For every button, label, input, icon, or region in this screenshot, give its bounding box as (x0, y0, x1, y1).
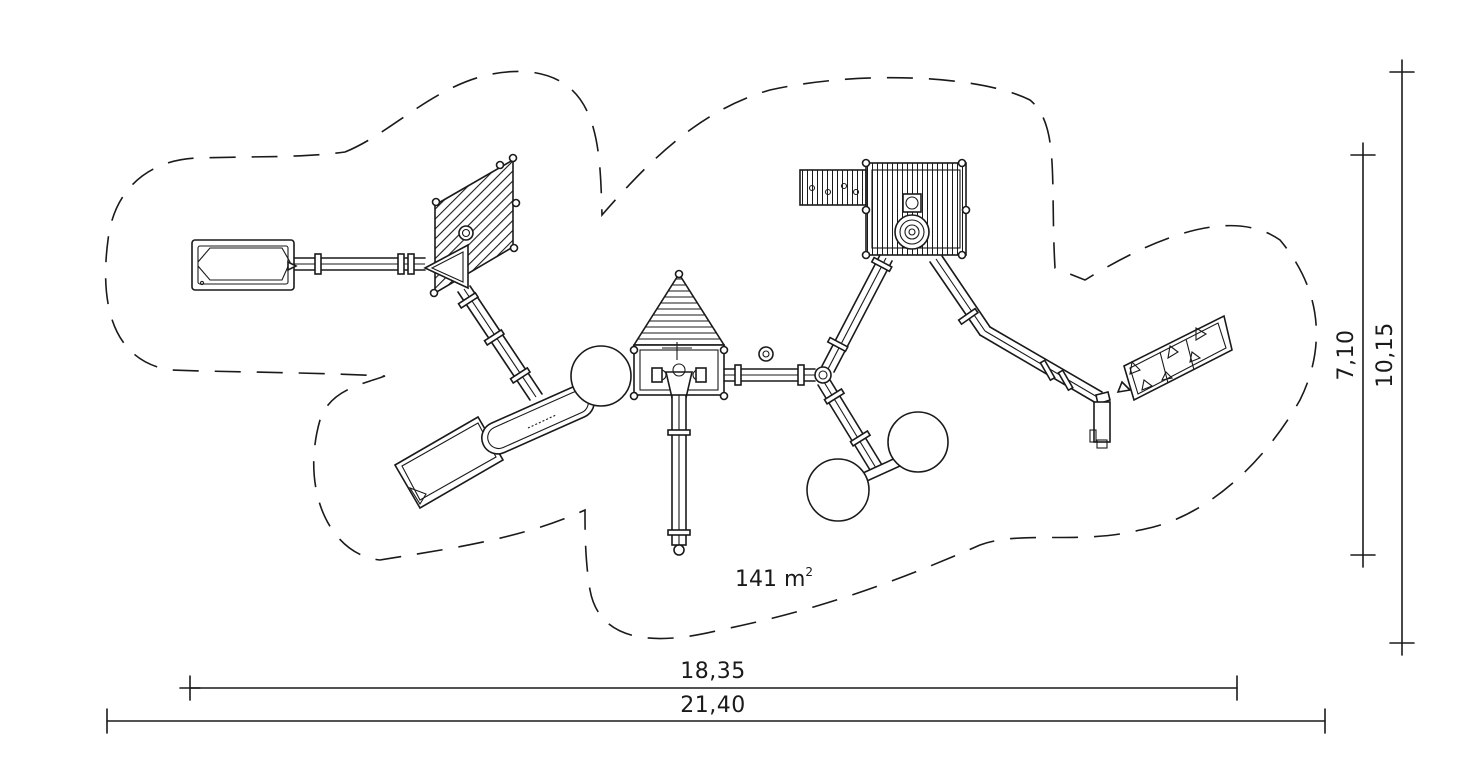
right-stub (1089, 401, 1111, 449)
dimension-inner-height (1350, 142, 1376, 568)
dimension-inner-width (179, 675, 1238, 701)
area-unit-superscript: 2 (805, 565, 813, 579)
outer-width-label: 21,40 (680, 693, 745, 718)
left-panel (191, 239, 298, 291)
right-panel (1116, 314, 1233, 402)
left-bridge (292, 253, 426, 275)
center-right-connector (723, 346, 832, 386)
right-tower (799, 158, 971, 260)
dimension-outer-height (1389, 59, 1415, 656)
area-label: 141 m2 (735, 565, 813, 592)
round-platform-ring-b (806, 458, 870, 522)
tube-to-right-tower (821, 254, 893, 373)
left-diagonal-tube (457, 285, 543, 401)
round-platform-left (570, 345, 632, 407)
inner-height-label: 7,10 (1334, 330, 1359, 381)
inner-width-label: 18,35 (680, 659, 745, 684)
right-tower-side-deck (799, 169, 867, 206)
center-tower (629, 269, 729, 416)
dimension-outer-width (106, 708, 1326, 734)
safety-zone-outline (104, 70, 1318, 640)
area-value: 141 m (735, 567, 805, 592)
round-platform-ring-a (887, 411, 949, 473)
center-roof (632, 272, 726, 346)
left-tower (423, 153, 521, 298)
tube-to-right-panel (929, 255, 1111, 406)
outer-height-label: 10,15 (1373, 322, 1398, 387)
center-vertical-tube (667, 394, 691, 556)
left-slide (393, 415, 505, 510)
